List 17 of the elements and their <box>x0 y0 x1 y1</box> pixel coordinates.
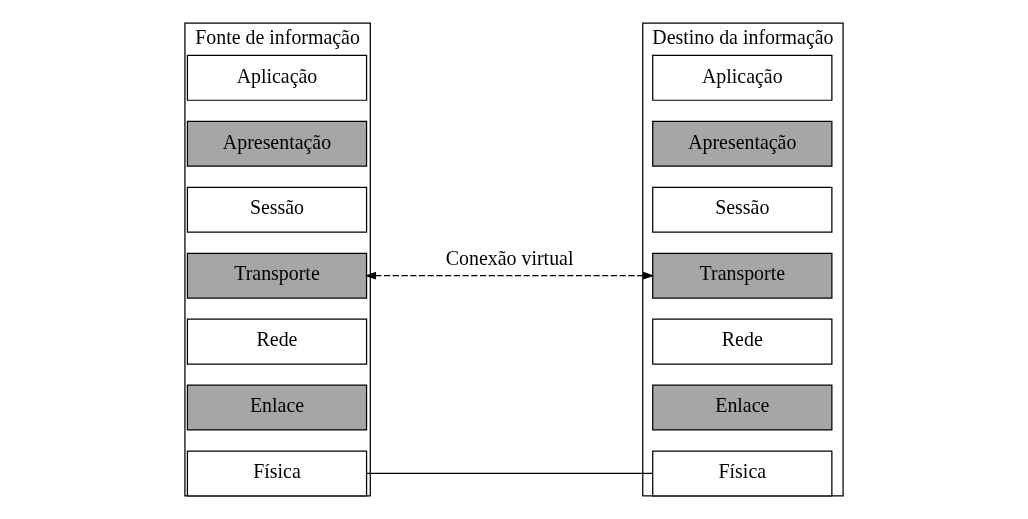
node-box: Transporte <box>186 252 368 299</box>
node-box: Física <box>186 450 368 497</box>
node-box: Apresentação <box>652 120 833 167</box>
node-box: Apresentação <box>186 120 368 167</box>
connector <box>366 472 654 475</box>
edge-label: Conexão virtual <box>445 247 574 270</box>
node-box: Enlace <box>652 384 833 431</box>
node-box: Aplicação <box>652 54 833 101</box>
node-box: Rede <box>186 318 368 365</box>
node-box: Aplicação <box>186 54 368 101</box>
node-box: Rede <box>652 318 833 365</box>
node-box: Sessão <box>652 186 833 233</box>
node-box: Física <box>652 450 833 497</box>
node-box: Sessão <box>186 186 368 233</box>
arrow <box>364 271 655 280</box>
node-box: Enlace <box>186 384 368 431</box>
node-box: Transporte <box>652 252 833 299</box>
